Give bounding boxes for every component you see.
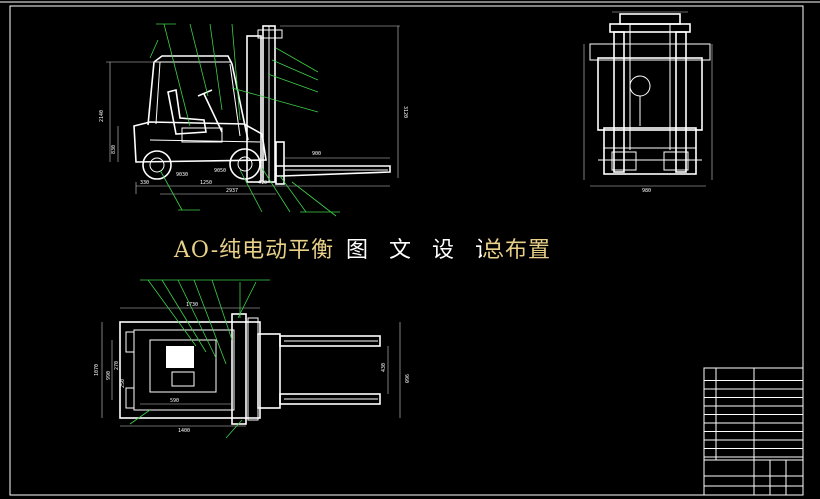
dim-inner-a: 990 (106, 371, 112, 380)
dim-fork-width: 430 (381, 363, 387, 372)
title-overlay-text: 图 文 设 计 (346, 238, 504, 263)
title-block-rows (704, 380, 803, 458)
dim-inner-c: 250 (120, 379, 126, 388)
dim-front-overhang: 410 (258, 180, 267, 186)
dim-inner-b: 270 (114, 361, 120, 370)
top-view-leaders (129, 279, 270, 439)
top-view: 1730 1400 1070 960 430 990 270 250 590 (94, 302, 409, 434)
dim-rear-overhang: 330 (140, 180, 149, 186)
title-suffix: 总布置 (482, 238, 552, 263)
side-view-leaders (149, 23, 340, 217)
dim-front-wheel: 9050 (214, 168, 226, 174)
main-title: AO-纯电动平衡 (174, 236, 334, 267)
dim-wheelbase: 1250 (200, 180, 212, 186)
title-overlay: 图 文 设 计 (346, 236, 506, 267)
dim-top-base: 590 (170, 398, 179, 404)
title-prefix: AO-纯电动平衡 (174, 238, 335, 263)
dim-front-width: 980 (642, 188, 651, 194)
dim-overall-length: 2937 (226, 188, 238, 194)
dim-fork-length: 900 (312, 151, 321, 157)
dim-fork-spread: 960 (403, 374, 409, 383)
title-block (703, 367, 804, 496)
title-suffix-wrap: 总布置 (482, 236, 552, 267)
side-view: 2140 830 3120 900 1250 330 410 2937 9030… (99, 25, 408, 195)
dim-top-width-left: 1070 (94, 364, 100, 376)
dim-body-height: 2140 (99, 110, 105, 122)
front-view: 980 (583, 11, 713, 194)
dim-top-length: 1730 (186, 302, 198, 308)
dim-rear-wheel: 9030 (176, 172, 188, 178)
dim-top-overall-length: 1400 (178, 428, 190, 434)
dim-overall-height: 3120 (402, 106, 408, 118)
dim-mid-height: 830 (111, 145, 117, 154)
